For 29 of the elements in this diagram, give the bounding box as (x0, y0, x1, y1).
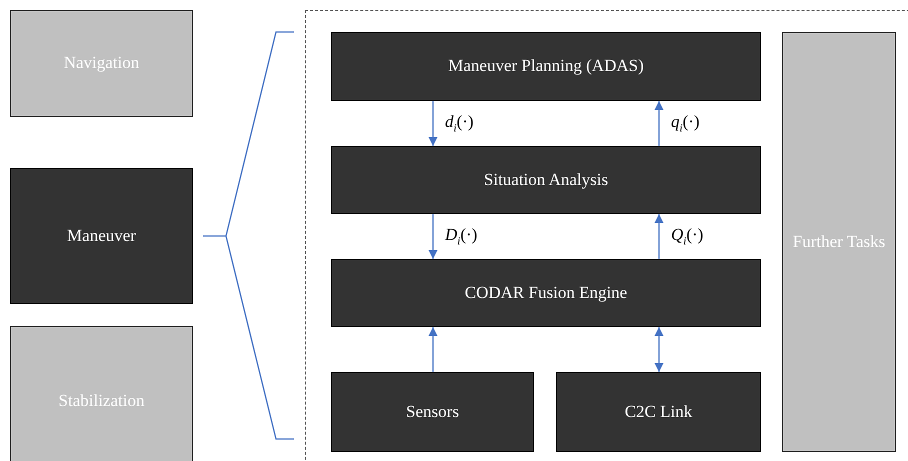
box-label: Situation Analysis (482, 168, 610, 191)
box-label: Maneuver (66, 224, 137, 247)
process-box (331, 146, 761, 214)
layer-box (10, 326, 193, 461)
box-label: Stabilization (58, 390, 146, 412)
layer-box (10, 10, 193, 117)
box-label: Maneuver Planning (ADAS) (447, 55, 645, 78)
arrow (428, 101, 438, 146)
arrow (428, 214, 438, 259)
box-label: CODAR Fusion Engine (464, 282, 628, 304)
edge-label: D$_{i}$(·) (445, 224, 478, 247)
box-label: C2C Link (624, 400, 694, 423)
box-label: Navigation (62, 52, 140, 74)
process-box (331, 372, 534, 452)
process-box (556, 372, 761, 452)
arrow (428, 327, 438, 372)
edge-label: Q$_{i}$(·) (671, 224, 704, 247)
process-box (331, 259, 761, 327)
dashed-panel (305, 10, 908, 461)
edge-label: d$_{i}$(·) (445, 112, 474, 134)
edge-label: q$_{i}$(·) (671, 112, 700, 134)
arrow (654, 101, 664, 146)
box-label: Sensors (405, 400, 460, 423)
layer-box (10, 168, 193, 304)
box-label: Further Tasks (792, 230, 886, 253)
task-box (782, 32, 896, 452)
arrow (654, 327, 664, 372)
arrow (654, 214, 664, 259)
process-box (331, 32, 761, 101)
